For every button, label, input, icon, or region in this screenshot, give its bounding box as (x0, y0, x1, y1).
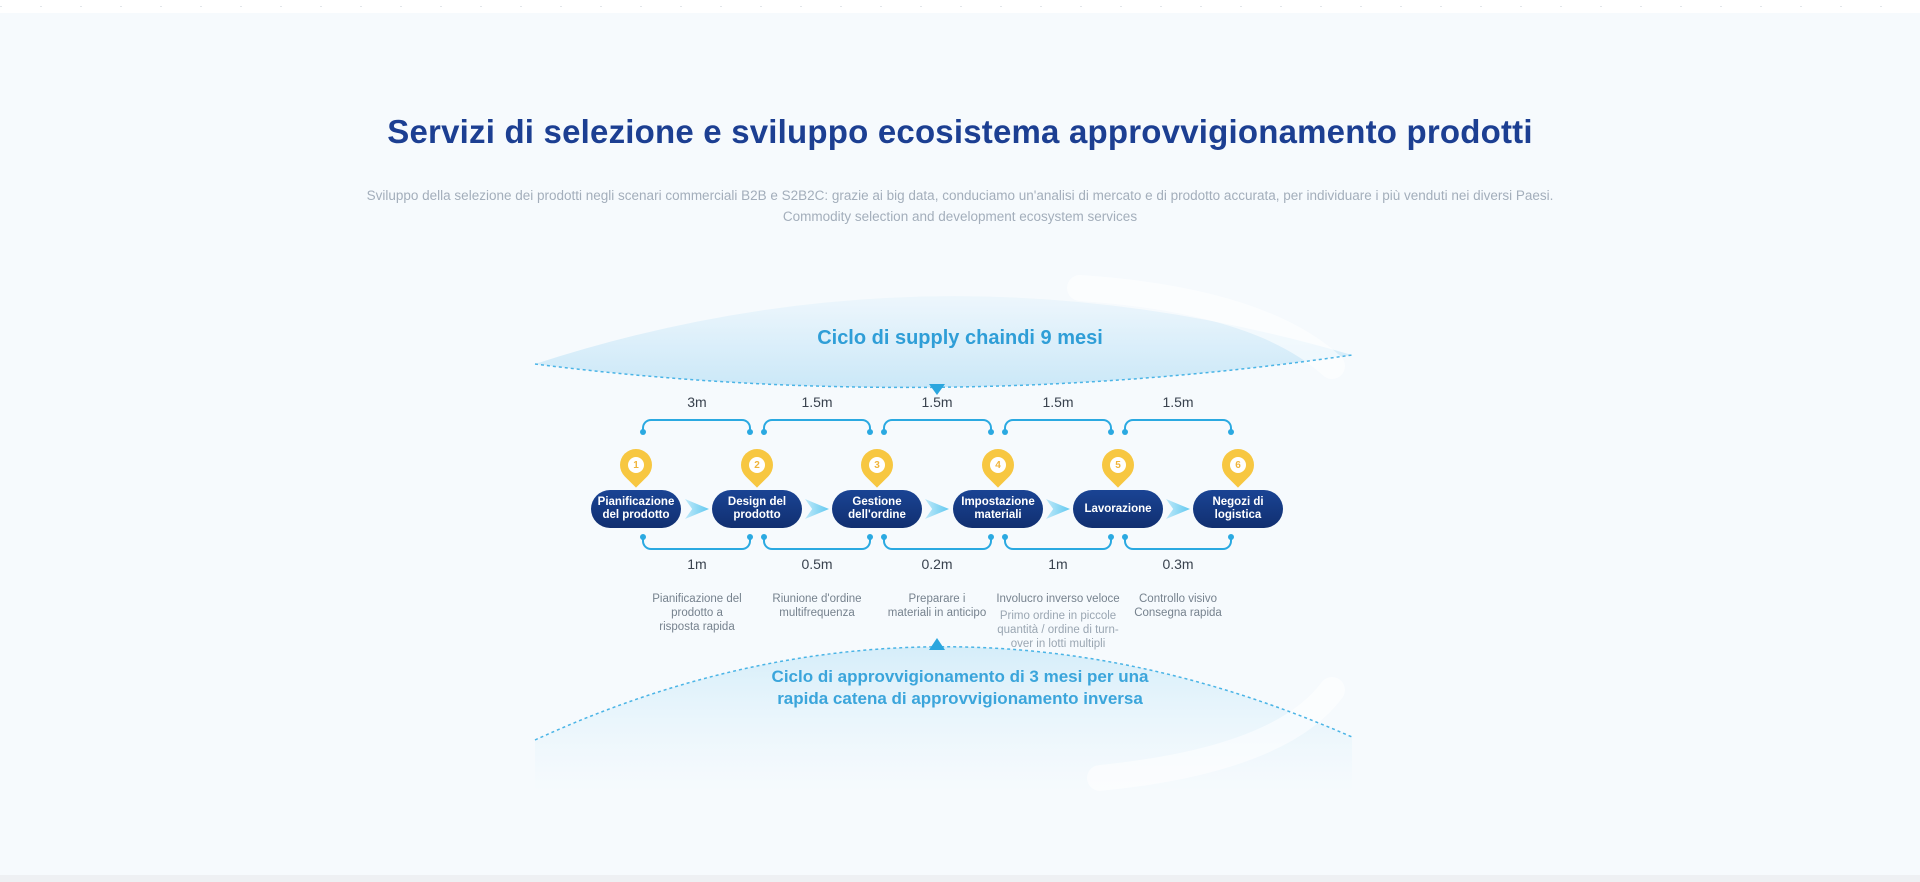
description-label: Controllo visivo Consegna rapida (1134, 593, 1222, 619)
bottom-description-3: Preparare i materiali in anticipo (857, 578, 1017, 620)
description-label: Involucro inverso veloce (996, 593, 1120, 605)
bottom-bracket-2 (761, 534, 873, 550)
top-duration-5: 1.5m (1162, 394, 1194, 410)
bottom-bracket-3 (881, 534, 994, 550)
top-duration-3: 1.5m (921, 394, 953, 410)
top-decor-strip (0, 0, 1920, 13)
step-pill-3: Gestione dell'ordine (832, 490, 922, 528)
bottom-duration-1: 1m (687, 556, 707, 572)
page-subtitle: Sviluppo della selezione dei prodotti ne… (0, 185, 1920, 227)
top-bracket-2 (761, 419, 873, 435)
top-bracket-3 (881, 419, 994, 435)
description-label: Riunione d'ordine multifrequenza (772, 593, 862, 619)
flow-arrow-icon (685, 499, 709, 519)
pin-number: 2 (749, 457, 765, 473)
bottom-duration-4: 1m (1048, 556, 1068, 572)
bottom-duration-3: 0.2m (921, 556, 953, 572)
description-label: Pianificazione del prodotto a risposta r… (652, 593, 742, 633)
step-pill-1: Pianificazione del prodotto (591, 490, 681, 528)
bottom-bracket-4 (1002, 534, 1114, 550)
bottom-duration-5: 0.3m (1162, 556, 1194, 572)
step-pill-2: Design del prodotto (712, 490, 802, 528)
bottom-duration-2: 0.5m (801, 556, 833, 572)
pin-number: 5 (1110, 457, 1126, 473)
bottom-description-1: Pianificazione del prodotto a risposta r… (617, 578, 777, 634)
step-pill-4: Impostazione materiali (953, 490, 1043, 528)
flow-arrow-icon (1046, 499, 1070, 519)
pin-number: 4 (990, 457, 1006, 473)
top-bracket-4 (1002, 419, 1114, 435)
flow-arrow-icon (1166, 499, 1190, 519)
bottom-bracket-1 (640, 534, 753, 550)
step-pin-3: 3 (854, 442, 900, 490)
step-pin-6: 6 (1215, 442, 1261, 490)
flow-arrow-icon (925, 499, 949, 519)
pin-number: 6 (1230, 457, 1246, 473)
top-dashed-arc (534, 354, 1353, 389)
bottom-description-5: Controllo visivo Consegna rapida (1098, 578, 1258, 620)
step-pin-1: 1 (613, 442, 659, 490)
bottom-cycle-banner (520, 630, 1360, 800)
bottom-bracket-5 (1122, 534, 1234, 550)
flow-arrow-icon (805, 499, 829, 519)
top-duration-1: 3m (687, 394, 707, 410)
up-triangle-icon (929, 638, 945, 650)
page-title: Servizi di selezione e sviluppo ecosiste… (387, 113, 1533, 150)
top-bracket-5 (1122, 419, 1234, 435)
subtitle-line-italian: Sviluppo della selezione dei prodotti ne… (366, 188, 1554, 203)
top-duration-2: 1.5m (801, 394, 833, 410)
bottom-description-2: Riunione d'ordine multifrequenza (737, 578, 897, 620)
bottom-decor-strip (0, 875, 1920, 882)
pin-number: 1 (628, 457, 644, 473)
pin-number: 3 (869, 457, 885, 473)
step-pill-6: Negozi di logistica (1193, 490, 1283, 528)
bottom-cycle-banner-shape (534, 638, 1353, 800)
bottom-cycle-label: Ciclo di approvvigionamento di 3 mesi pe… (771, 667, 1149, 708)
top-bracket-1 (640, 419, 753, 435)
step-pin-4: 4 (975, 442, 1021, 490)
description-label: Preparare i materiali in anticipo (887, 593, 987, 619)
step-pill-5: Lavorazione (1073, 490, 1163, 528)
top-duration-4: 1.5m (1042, 394, 1074, 410)
step-pin-2: 2 (734, 442, 780, 490)
top-cycle-label: Ciclo di supply chaindi 9 mesi (817, 327, 1103, 349)
step-pin-5: 5 (1095, 442, 1141, 490)
subtitle-line-english: Commodity selection and development ecos… (782, 209, 1138, 224)
